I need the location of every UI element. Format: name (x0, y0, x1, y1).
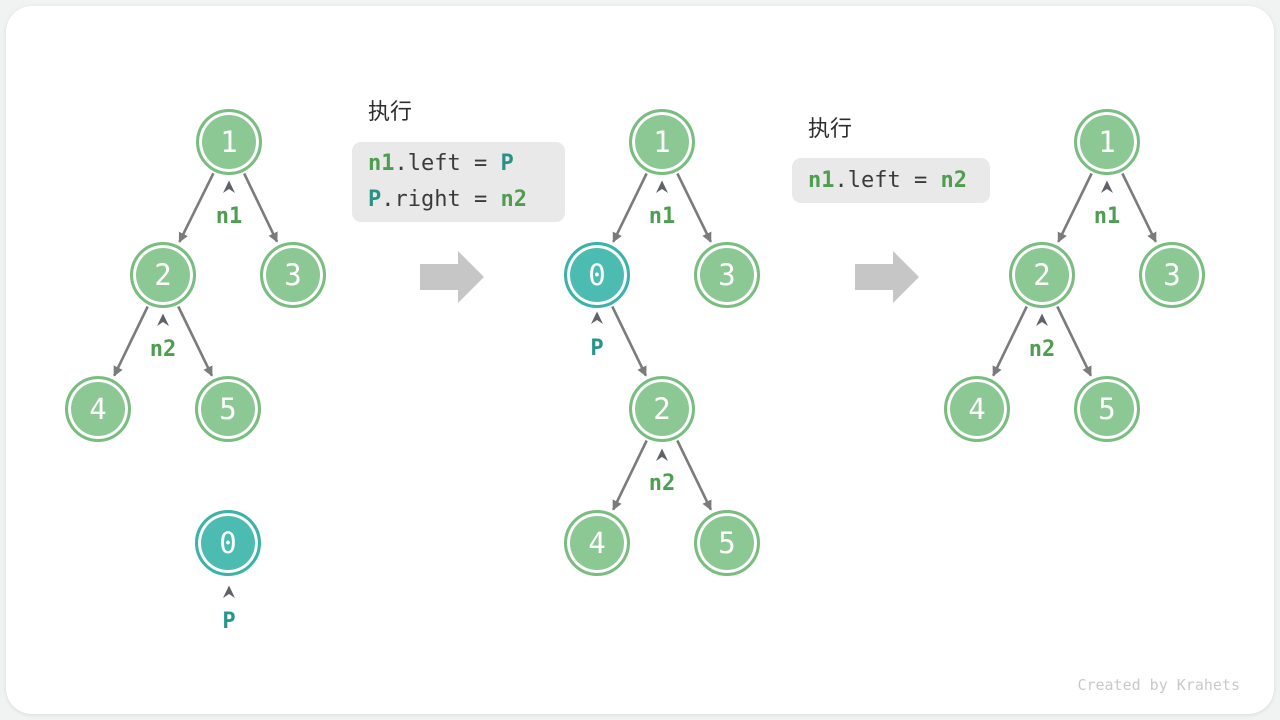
code-var-p: P (500, 151, 514, 176)
pointer-label-n2: n2 (648, 471, 676, 496)
step2-exec-title: 执行 (808, 117, 853, 142)
tree-step1-node-1: 1 (629, 109, 695, 175)
code-text: .right = (381, 187, 501, 212)
tree-step2-node-5: 5 (1074, 376, 1140, 442)
code-var-n1: n1 (808, 168, 835, 193)
tree-initial-node-0-detached: 0 (195, 510, 261, 576)
pointer-label-p: P (222, 609, 236, 634)
code-line: n1.left = n2 (808, 162, 990, 199)
pointer-label-p: P (590, 336, 604, 361)
credit-watermark: Created by Krahets (1077, 676, 1240, 694)
tree-initial-node-4: 4 (65, 376, 131, 442)
code-var-n1: n1 (368, 151, 395, 176)
code-text: .left = (834, 168, 941, 193)
tree-step2-node-3: 3 (1139, 242, 1205, 308)
tree-initial-node-3: 3 (260, 242, 326, 308)
node-value: 3 (284, 258, 302, 292)
tree-step1-node-5: 5 (694, 510, 760, 576)
step2-code-block: n1.left = n2 (792, 158, 990, 203)
node-value: 2 (154, 258, 172, 292)
tree-step2-node-4: 4 (944, 376, 1010, 442)
diagram-canvas (6, 6, 1274, 714)
tree-step1-node-2: 2 (629, 376, 695, 442)
code-line: P.right = n2 (368, 182, 565, 218)
code-var-p: P (368, 187, 382, 212)
tree-step1-node-4: 4 (564, 510, 630, 576)
tree-step1-node-3: 3 (694, 242, 760, 308)
tree-initial-node-5: 5 (195, 376, 261, 442)
node-value: 4 (588, 526, 606, 560)
pointer-label-n1: n1 (648, 204, 676, 229)
tree-step1-node-0: 0 (564, 242, 630, 308)
pointer-label-n2: n2 (149, 337, 177, 362)
node-value: 3 (718, 258, 736, 292)
node-value: 1 (653, 125, 671, 159)
node-value: 5 (219, 392, 237, 426)
node-value: 4 (89, 392, 107, 426)
node-value: 2 (653, 392, 671, 426)
pointer-label-n1: n1 (1093, 204, 1121, 229)
pointer-label-n1: n1 (215, 204, 243, 229)
node-value: 3 (1163, 258, 1181, 292)
node-value: 5 (1098, 392, 1116, 426)
step1-exec-title: 执行 (368, 100, 413, 125)
code-text: .left = (394, 151, 501, 176)
node-value: 0 (588, 258, 606, 292)
tree-initial-node-2: 2 (130, 242, 196, 308)
node-value: 1 (220, 125, 238, 159)
pointer-label-n2: n2 (1028, 337, 1056, 362)
step1-code-block: n1.left = P P.right = n2 (352, 142, 565, 222)
tree-step2-node-1: 1 (1074, 109, 1140, 175)
code-var-n2: n2 (500, 187, 527, 212)
tree-initial-node-1: 1 (196, 109, 262, 175)
code-var-n2: n2 (940, 168, 967, 193)
node-value: 1 (1098, 125, 1116, 159)
code-line: n1.left = P (368, 146, 565, 182)
node-value: 0 (219, 526, 237, 560)
node-value: 4 (968, 392, 986, 426)
node-value: 2 (1033, 258, 1051, 292)
node-value: 5 (718, 526, 736, 560)
tree-step2-node-2: 2 (1009, 242, 1075, 308)
